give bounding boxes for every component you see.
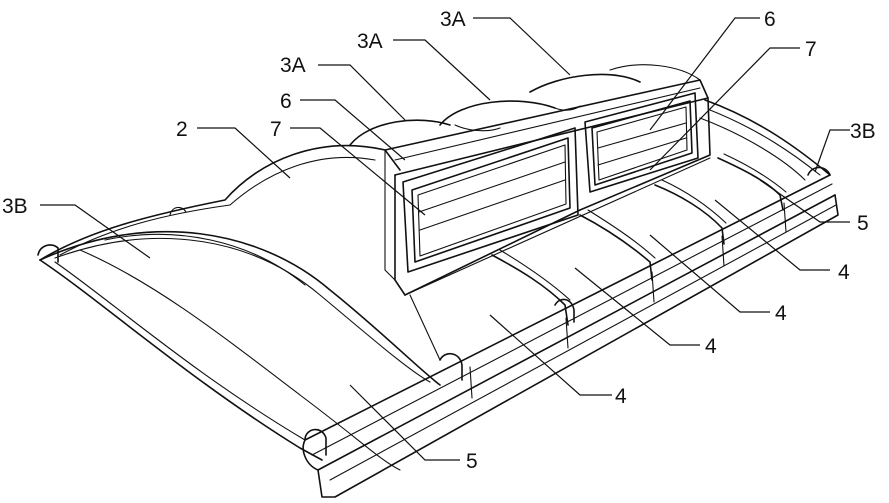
label-7-right: 7: [805, 38, 817, 61]
step-panels: [409, 153, 787, 381]
left-window: [402, 127, 579, 273]
right-side-panel: [699, 99, 831, 181]
label-3a-middle: 3A: [357, 30, 383, 53]
label-4-d: 4: [615, 385, 627, 408]
label-4-b: 4: [775, 302, 787, 325]
label-4-a: 4: [838, 261, 850, 284]
label-5-right: 5: [857, 212, 869, 235]
leader-lines: [40, 17, 850, 461]
label-6-left: 6: [280, 90, 292, 113]
canopy-shell: [37, 144, 441, 471]
label-3a-lower: 3A: [280, 54, 306, 77]
base-rail: [302, 166, 839, 498]
label-4-c: 4: [705, 335, 717, 358]
central-box: [384, 79, 711, 296]
right-window: [584, 92, 699, 193]
label-6-right: 6: [764, 8, 776, 31]
reference-labels: 2 3A 3A 3A 6 7 6 7 3B 3B 5 4 4 4 4 5: [2, 8, 876, 473]
label-3b-right: 3B: [850, 120, 876, 143]
domes: [349, 64, 701, 146]
label-7-left: 7: [270, 118, 282, 141]
label-5-front: 5: [466, 450, 478, 473]
label-2: 2: [176, 118, 188, 141]
label-3a-top: 3A: [440, 8, 466, 31]
label-3b-left: 3B: [2, 195, 28, 218]
